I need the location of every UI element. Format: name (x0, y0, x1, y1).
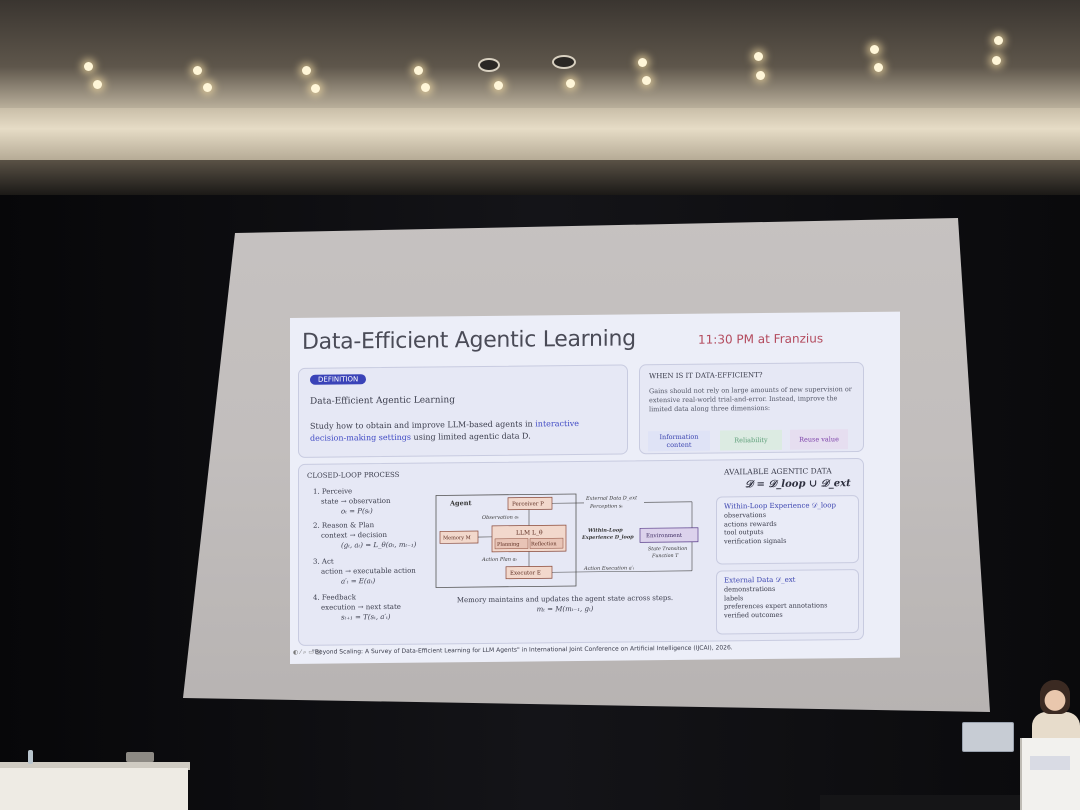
dimension-information-content: Information content (648, 430, 710, 452)
step-feedback: 4. Feedback execution → next state sₜ₊₁ … (313, 592, 401, 623)
planning-box (494, 538, 529, 550)
ceiling-light (874, 63, 883, 72)
when-panel: WHEN IS IT DATA-EFFICIENT? Gains should … (639, 361, 864, 455)
step-sub: state → observation (321, 496, 391, 506)
step-perceive: 1. Perceive state → observation oₜ = P(s… (313, 486, 391, 517)
ceiling-light (414, 66, 423, 75)
planning-label: Planning (497, 542, 520, 548)
podium-sign (1030, 756, 1070, 770)
projected-slide: Data-Efficient Agentic Learning 11:30 PM… (290, 311, 900, 664)
dimension-reuse-value: Reuse value (790, 429, 848, 450)
step-title: 3. Act (313, 557, 334, 566)
reflection-box (529, 537, 564, 549)
experience-label: Experience D_loop (581, 534, 634, 541)
agent-label: Agent (449, 499, 471, 507)
left-table-rim (0, 762, 190, 770)
step-sub: action → executable action (321, 566, 416, 576)
ceiling-light (302, 66, 311, 75)
definition-panel: DEFINITION Data-Efficient Agentic Learni… (298, 364, 628, 458)
available-data-heading: AVAILABLE AGENTIC DATA (724, 466, 832, 477)
function-label: Function T (651, 553, 679, 559)
when-heading: WHEN IS IT DATA-EFFICIENT? (649, 371, 763, 381)
ceiling-fixture (478, 58, 500, 72)
external-data-panel: External Data 𝒟_ext demonstrations label… (716, 569, 859, 635)
observation-label: Observation oₜ (482, 515, 519, 521)
ceiling-light (494, 81, 503, 90)
ceiling-light (754, 52, 763, 61)
speaker-head (1040, 680, 1070, 714)
within-loop-label: Within-Loop (588, 528, 623, 534)
closed-loop-heading: CLOSED-LOOP PROCESS (307, 470, 400, 480)
perceiver-label: Perceiver P (512, 501, 544, 507)
within-loop-panel: Within-Loop Experience 𝒟_loop observatio… (716, 495, 859, 565)
ceiling-shadow (0, 160, 1080, 200)
ceiling-light (84, 62, 93, 71)
slide-title: Data-Efficient Agentic Learning (302, 326, 636, 355)
step-reason-plan: 2. Reason & Plan context → decision (gₜ,… (313, 520, 416, 551)
table-object (126, 752, 154, 762)
definition-body: Study how to obtain and improve LLM-base… (310, 418, 610, 445)
stage-edge (820, 795, 1020, 810)
llm-label: LLM L_θ (516, 529, 543, 536)
ceiling-light (642, 76, 651, 85)
definition-body-prefix: Study how to obtain and improve LLM-base… (310, 419, 536, 431)
within-loop-title: Within-Loop Experience 𝒟_loop (724, 501, 836, 511)
executor-label: Executor E (510, 570, 541, 576)
ceiling-light (994, 36, 1003, 45)
action-execution-label: Action Execution a′ₜ (583, 565, 635, 572)
step-title: 4. Feedback (313, 593, 356, 602)
arrow-perception-return (644, 501, 692, 503)
ceiling-light (566, 79, 575, 88)
definition-badge: DEFINITION (310, 374, 367, 385)
slide-citation: "Beyond Scaling: A Survey of Data-Effici… (312, 644, 733, 656)
step-act: 3. Act action → executable action a′ₜ = … (313, 556, 416, 587)
left-table (0, 768, 188, 810)
step-equation: a′ₜ = E(aₜ) (341, 577, 376, 586)
agent-loop-svg: Agent Perceiver P Observation oₜ Memory … (435, 493, 699, 588)
definition-body-suffix: using limited agentic data D. (411, 431, 531, 442)
external-data-label: External Data D_ext (585, 495, 638, 502)
ceiling-light (992, 56, 1001, 65)
ceiling-light (203, 83, 212, 92)
memory-label: Memory M (443, 535, 471, 541)
arrow-action-execution (552, 570, 692, 573)
ceiling-light (193, 66, 202, 75)
definition-heading: Data-Efficient Agentic Learning (310, 395, 455, 407)
external-data-item: verified outcomes (724, 610, 783, 619)
dimension-reliability: Reliability (720, 429, 782, 451)
within-loop-item: verification signals (724, 536, 787, 545)
speaker-body (1032, 712, 1080, 742)
reflection-label: Reflection (531, 541, 557, 547)
agent-loop-diagram: Agent Perceiver P Observation oₜ Memory … (434, 491, 714, 594)
ceiling-band (0, 108, 1080, 160)
when-body: Gains should not rely on large amounts o… (649, 385, 852, 414)
step-equation: oₜ = P(sₜ) (341, 507, 373, 516)
slide-time-note: 11:30 PM at Franzius (698, 331, 824, 347)
environment-label: Environment (646, 533, 683, 539)
ceiling-light (638, 58, 647, 67)
agent-frame (435, 493, 577, 588)
ceiling-fixture (552, 55, 576, 69)
ceiling-light (421, 83, 430, 92)
laptop (962, 722, 1014, 752)
ceiling-light (756, 71, 765, 80)
slide: Data-Efficient Agentic Learning 11:30 PM… (290, 311, 900, 664)
closed-loop-panel: CLOSED-LOOP PROCESS 1. Perceive state → … (298, 457, 864, 646)
environment-box (639, 527, 699, 543)
step-title: 2. Reason & Plan (313, 521, 375, 530)
action-plan-label: Action Plan aₜ (481, 557, 518, 563)
water-bottle (28, 750, 33, 764)
step-title: 1. Perceive (313, 487, 353, 496)
available-data-equation: 𝒟 = 𝒟_loop ∪ 𝒟_ext (745, 478, 851, 491)
ceiling-light (311, 84, 320, 93)
perception-label: Perception sₜ (589, 504, 623, 510)
ceiling-light (870, 45, 879, 54)
state-transition-label: State Transition (648, 546, 687, 552)
podium (1020, 738, 1080, 810)
step-equation: (gₜ, aₜ) = L_θ(oₜ, mₜ₋₁) (341, 540, 417, 550)
step-equation: sₜ₊₁ = T(sₜ, a′ₜ) (341, 612, 391, 622)
memory-note: Memory maintains and updates the agent s… (445, 593, 685, 616)
ceiling-light (93, 80, 102, 89)
